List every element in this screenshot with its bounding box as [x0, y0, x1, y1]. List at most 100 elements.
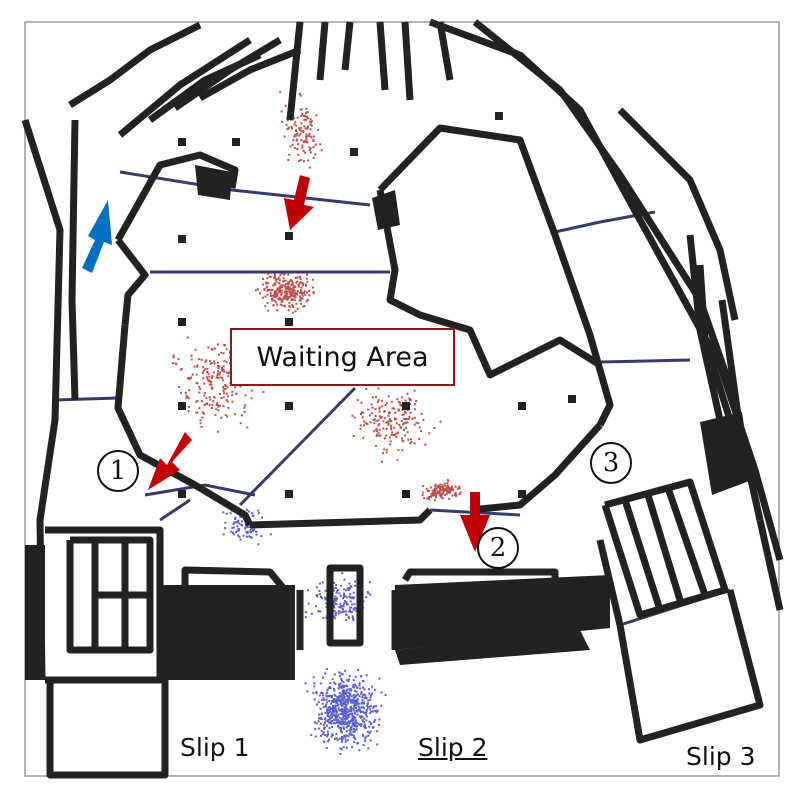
passenger-dot [365, 735, 368, 738]
passenger-dot [371, 726, 374, 729]
passenger-dot [310, 612, 313, 615]
passenger-dot [361, 680, 364, 683]
passenger-dot [356, 399, 359, 402]
passenger-dot [435, 493, 438, 496]
passenger-dot [307, 117, 309, 120]
passenger-dot [348, 715, 351, 718]
passenger-dot [222, 365, 225, 368]
passenger-dot [273, 291, 276, 294]
passenger-dot [339, 700, 342, 703]
passenger-dot [345, 746, 348, 749]
passenger-dot [338, 721, 341, 724]
passenger-dot [210, 383, 213, 386]
passenger-dot [345, 722, 348, 725]
passenger-dot [288, 280, 291, 283]
passenger-dot [372, 706, 375, 709]
passenger-dot [361, 719, 364, 722]
passenger-dot [293, 135, 296, 138]
passenger-dot [455, 495, 458, 498]
passenger-dot [402, 423, 405, 426]
passenger-dot [352, 617, 354, 619]
passenger-dot [435, 496, 437, 499]
passenger-dot [322, 697, 325, 699]
passenger-dot [346, 694, 349, 697]
passenger-dot [284, 279, 287, 282]
passenger-dot [327, 687, 330, 690]
passenger-dot [350, 585, 353, 588]
passenger-dot [348, 595, 351, 598]
passenger-dot [209, 360, 211, 363]
passenger-dot [318, 590, 321, 592]
passenger-dot [333, 606, 336, 609]
passenger-dot [350, 695, 353, 698]
passenger-dot [225, 361, 228, 364]
passenger-dot [392, 434, 395, 437]
passenger-dot [393, 407, 396, 410]
passenger-dot [246, 535, 248, 538]
passenger-dot [351, 603, 354, 606]
passenger-dot [316, 595, 319, 598]
passenger-dot [353, 416, 356, 419]
passenger-dot [406, 421, 409, 424]
passenger-dot [306, 280, 309, 283]
passenger-dot [433, 488, 436, 490]
passenger-dot [415, 421, 418, 424]
passenger-dot [215, 403, 218, 406]
passenger-dot [446, 491, 449, 494]
passenger-dot [378, 718, 381, 721]
passenger-dot [438, 485, 440, 488]
passenger-dot [361, 416, 364, 419]
passenger-dot [397, 409, 400, 411]
passenger-dot [336, 704, 339, 707]
passenger-dot [434, 494, 437, 497]
passenger-dot [345, 684, 348, 687]
passenger-dot [294, 296, 296, 299]
passenger-dot [332, 707, 335, 710]
passenger-dot [414, 403, 417, 406]
passenger-dot [320, 713, 323, 715]
passenger-dot [305, 118, 308, 121]
passenger-dot [450, 485, 453, 488]
passenger-dot [376, 401, 379, 403]
passenger-dot [268, 275, 271, 278]
passenger-dot [378, 423, 381, 426]
passenger-dot [217, 367, 220, 369]
passenger-dot [301, 291, 303, 294]
passenger-dot [446, 482, 449, 485]
passenger-dot [301, 113, 304, 115]
passenger-dot [236, 521, 239, 524]
passenger-dot [364, 725, 367, 728]
passenger-dot [297, 153, 300, 156]
passenger-dot [353, 741, 356, 743]
passenger-dot [375, 429, 378, 431]
passenger-dot [362, 436, 365, 439]
passenger-dot [237, 519, 240, 522]
passenger-dot [310, 734, 313, 737]
passenger-dot [400, 426, 402, 429]
passenger-dot [387, 420, 390, 423]
passenger-dot [344, 669, 347, 672]
passenger-dot [222, 387, 225, 390]
passenger-dot [354, 675, 357, 678]
passenger-dot [344, 718, 347, 721]
passenger-dot [408, 415, 411, 418]
passenger-dot [441, 492, 444, 495]
passenger-dot [409, 442, 412, 445]
passenger-dot [268, 289, 270, 292]
map-frame [24, 21, 780, 777]
passenger-dot [402, 413, 405, 416]
passenger-dot [428, 496, 430, 498]
passenger-dot [348, 697, 351, 700]
passenger-dot [449, 491, 451, 494]
passenger-dot [333, 687, 335, 690]
passenger-dot [327, 706, 330, 709]
passenger-dot [360, 706, 363, 709]
passenger-dot [223, 392, 225, 395]
passenger-dot [348, 675, 351, 678]
passenger-dot [365, 674, 368, 677]
passenger-dot [310, 120, 313, 123]
passenger-dot [308, 294, 311, 297]
passenger-dot [319, 582, 321, 585]
